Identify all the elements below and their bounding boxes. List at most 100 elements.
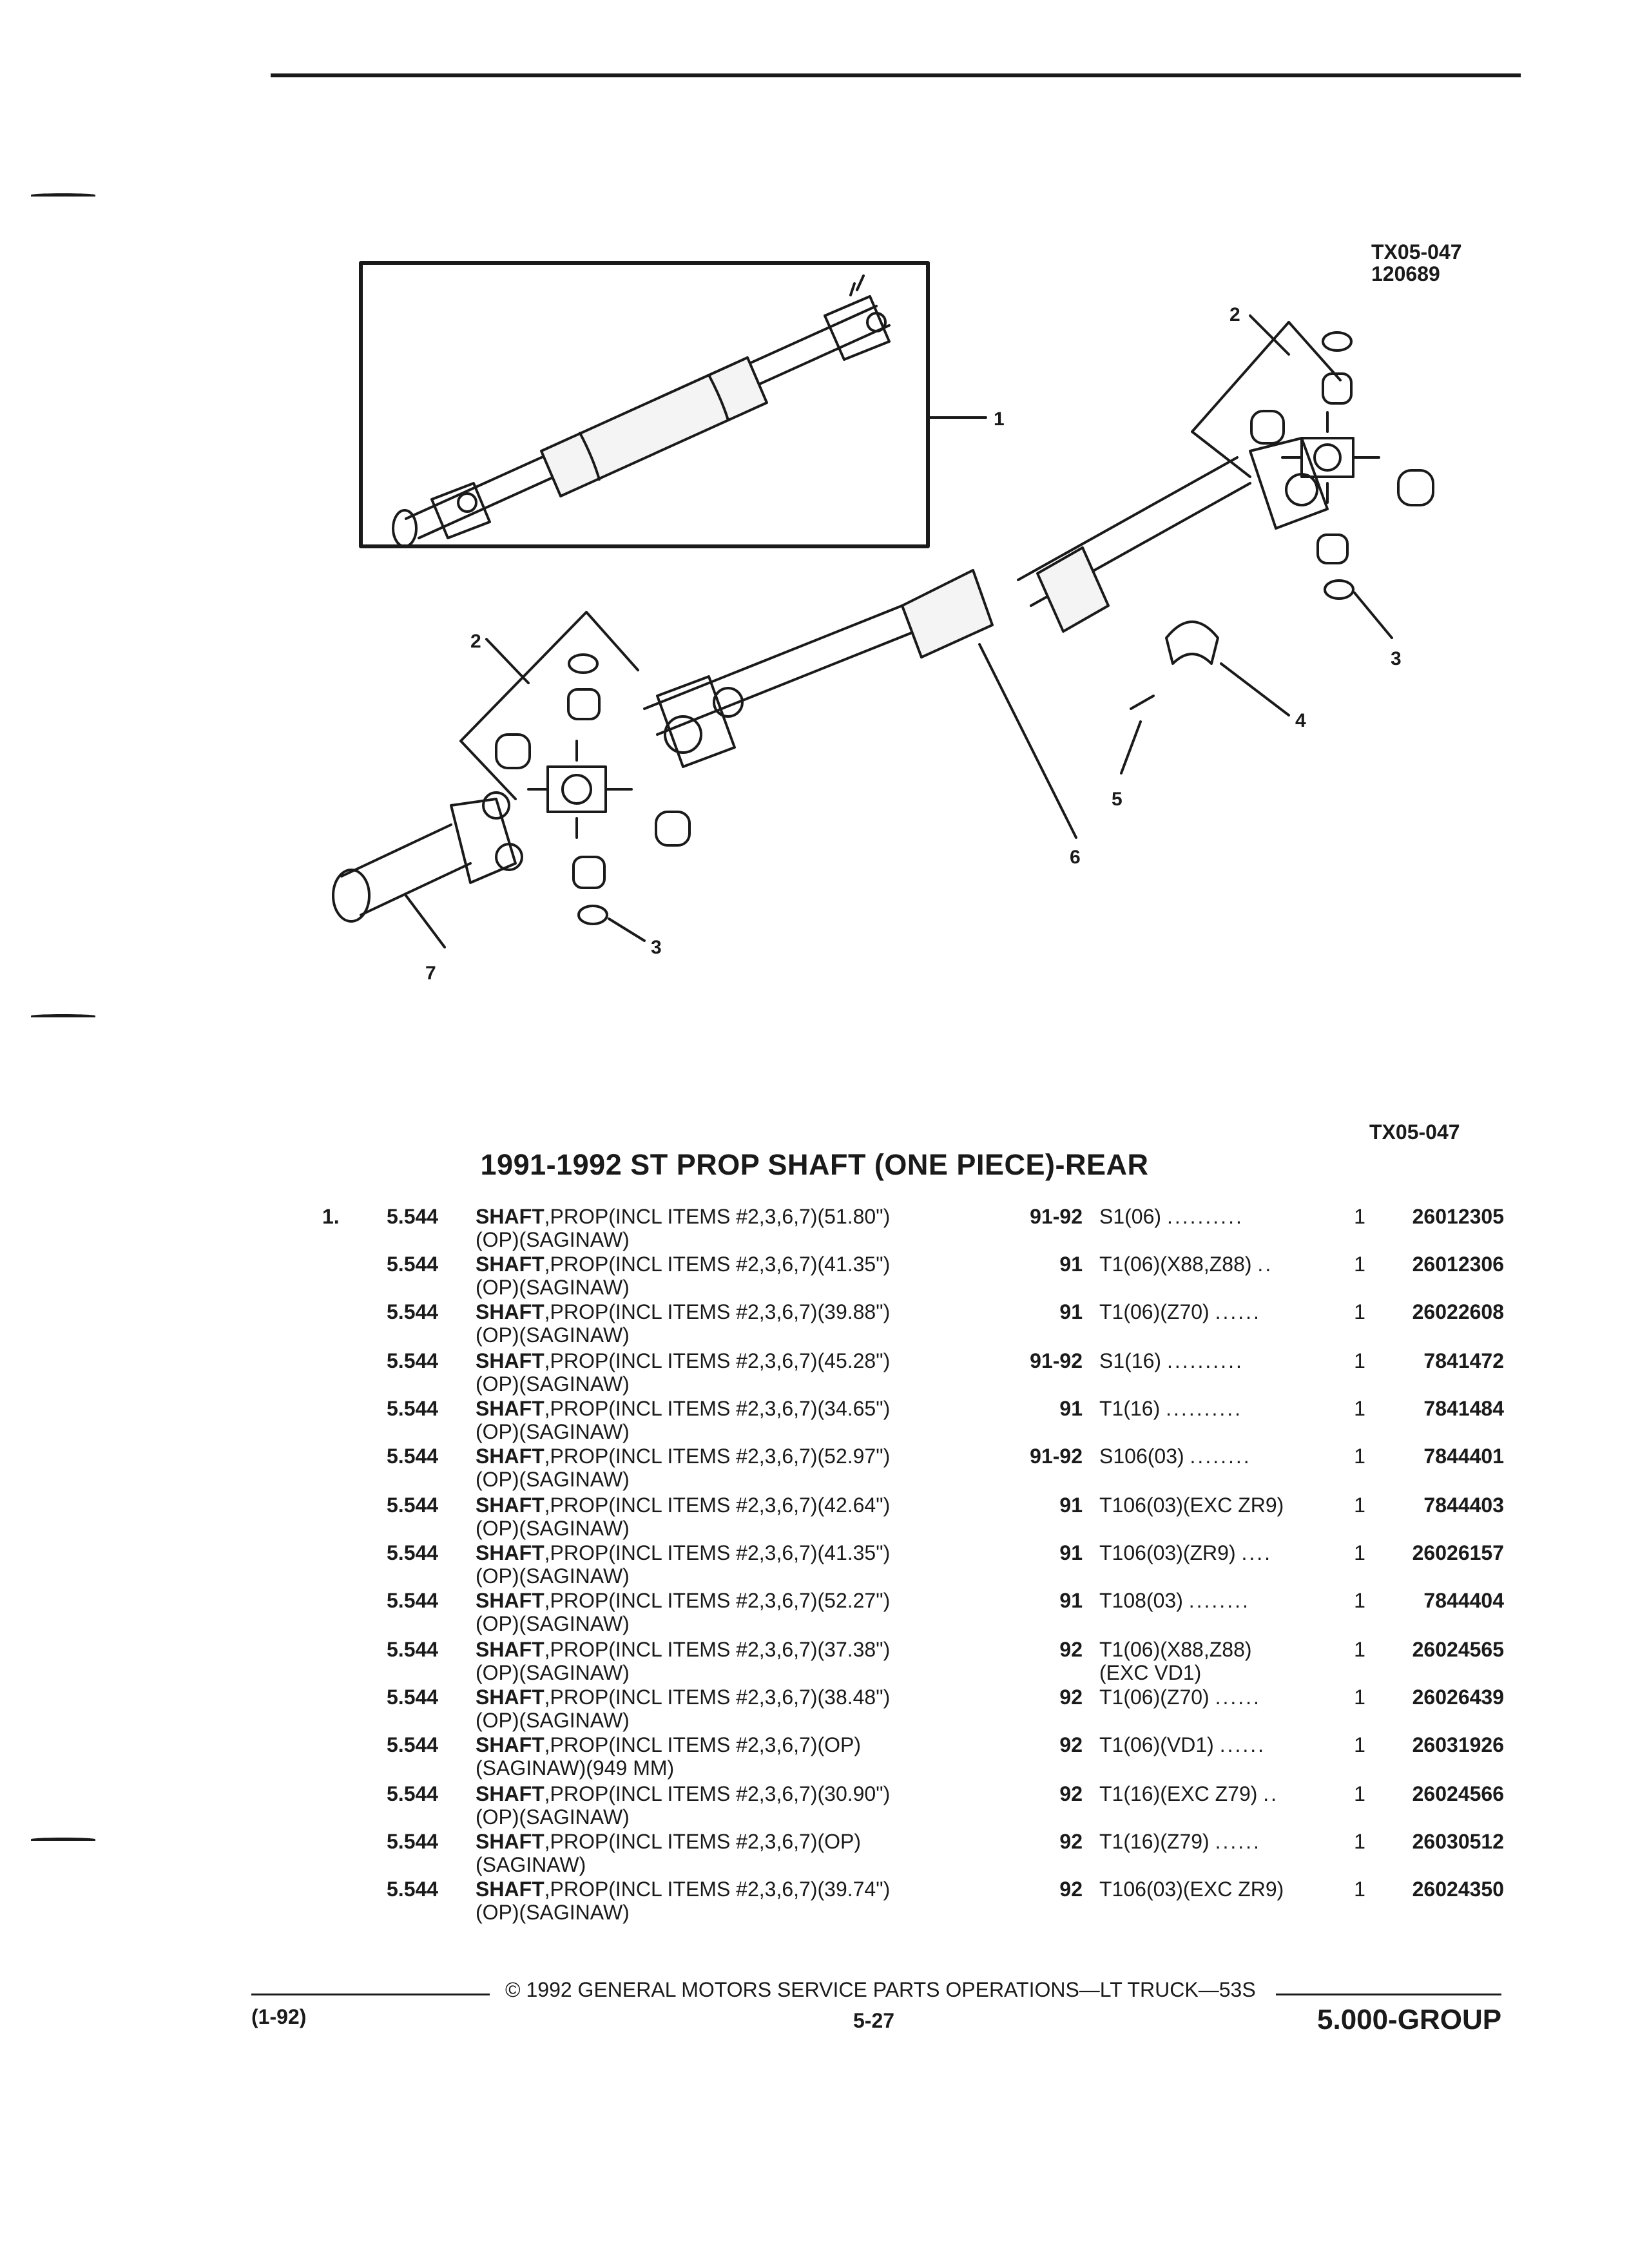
quantity: 1 xyxy=(1354,1349,1365,1372)
group-number: 5.544 xyxy=(387,1253,439,1276)
model-year: 91 xyxy=(1059,1253,1083,1276)
usage-code-text: S1(06) xyxy=(1099,1205,1162,1228)
item-number: 1. xyxy=(322,1205,340,1228)
part-number: 26012306 xyxy=(1412,1253,1504,1276)
part-name: SHAFT xyxy=(476,1878,545,1901)
part-description: SHAFT,PROP(INCL ITEMS #2,3,6,7)(OP)(SAGI… xyxy=(476,1733,861,1780)
leader-dots: ...... xyxy=(1215,1686,1261,1709)
part-name: SHAFT xyxy=(476,1782,545,1805)
binder-punch-mark xyxy=(31,1014,95,1017)
quantity: 1 xyxy=(1354,1397,1365,1420)
usage-code-text: T106(03)(EXC ZR9) xyxy=(1099,1494,1284,1517)
footer-group: 5.000-GROUP xyxy=(1317,2004,1502,2035)
part-name: SHAFT xyxy=(476,1638,545,1661)
model-year: 92 xyxy=(1059,1782,1083,1805)
usage-code: T1(06)(VD1) ...... xyxy=(1099,1733,1318,1756)
top-rule xyxy=(271,73,1521,77)
usage-code-text: T108(03) xyxy=(1099,1589,1183,1612)
part-description: SHAFT,PROP(INCL ITEMS #2,3,6,7)(52.97")(… xyxy=(476,1445,890,1491)
leader-dots: ...... xyxy=(1215,1830,1261,1853)
usage-code-text: T1(06)(VD1) xyxy=(1099,1733,1214,1756)
group-number: 5.544 xyxy=(387,1782,439,1805)
leader-dots: .......... xyxy=(1166,1349,1244,1372)
part-spec-line2: (OP)(SAGINAW) xyxy=(476,1709,630,1732)
usage-code-text: T1(16)(EXC Z79) xyxy=(1099,1782,1258,1805)
model-year: 91 xyxy=(1059,1541,1083,1564)
part-spec: ,PROP(INCL ITEMS #2,3,6,7)(34.65") xyxy=(544,1397,891,1420)
usage-code: T1(06)(X88,Z88) (EXC VD1) xyxy=(1099,1638,1318,1684)
model-year: 92 xyxy=(1059,1733,1083,1756)
binder-punch-mark xyxy=(31,1838,95,1841)
part-spec-line2: (OP)(SAGINAW) xyxy=(476,1612,630,1635)
quantity: 1 xyxy=(1354,1782,1365,1805)
figure-code: TX05-047 xyxy=(1371,240,1462,264)
model-year: 92 xyxy=(1059,1638,1083,1661)
part-spec: ,PROP(INCL ITEMS #2,3,6,7)(51.80") xyxy=(544,1205,891,1228)
section-title: 1991-1992 ST PROP SHAFT (ONE PIECE)-REAR xyxy=(480,1148,1149,1181)
part-name: SHAFT xyxy=(476,1349,545,1372)
part-number: 26030512 xyxy=(1412,1830,1504,1853)
part-spec-line2: (OP)(SAGINAW) xyxy=(476,1228,630,1251)
part-description: SHAFT,PROP(INCL ITEMS #2,3,6,7)(45.28")(… xyxy=(476,1349,890,1396)
ujoint-kit-bracket xyxy=(459,611,639,742)
model-year: 91-92 xyxy=(1030,1349,1083,1372)
quantity: 1 xyxy=(1354,1494,1365,1517)
part-number: 7844404 xyxy=(1423,1589,1504,1612)
usage-code: T1(16) .......... xyxy=(1099,1397,1318,1420)
usage-code: T108(03) ........ xyxy=(1099,1589,1318,1612)
part-spec: ,PROP(INCL ITEMS #2,3,6,7)(52.27") xyxy=(544,1589,891,1612)
usage-code-text: T106(03)(ZR9) xyxy=(1099,1541,1236,1564)
usage-code: T106(03)(EXC ZR9) xyxy=(1099,1878,1318,1901)
callout-3: 3 xyxy=(651,937,662,958)
part-description: SHAFT,PROP(INCL ITEMS #2,3,6,7)(37.38")(… xyxy=(476,1638,890,1684)
callout-2: 2 xyxy=(1229,304,1240,325)
binder-punch-mark xyxy=(31,193,95,197)
callout-leader xyxy=(608,918,646,942)
quantity: 1 xyxy=(1354,1733,1365,1756)
usage-code-text: T1(06)(X88,Z88) xyxy=(1099,1253,1252,1276)
parts-row: 5.544 SHAFT,PROP(INCL ITEMS #2,3,6,7)(39.… xyxy=(0,1878,1629,1927)
group-number: 5.544 xyxy=(387,1638,439,1661)
part-number: 7844401 xyxy=(1423,1445,1504,1468)
group-number: 5.544 xyxy=(387,1541,439,1564)
usage-code-text: T1(16) xyxy=(1099,1397,1161,1420)
part-number: 26026439 xyxy=(1412,1686,1504,1709)
part-spec-line2: (OP)(SAGINAW) xyxy=(476,1564,630,1588)
part-spec: ,PROP(INCL ITEMS #2,3,6,7)(45.28") xyxy=(544,1349,891,1372)
part-number: 7841484 xyxy=(1423,1397,1504,1420)
part-name: SHAFT xyxy=(476,1494,545,1517)
part-spec-line2: (OP)(SAGINAW) xyxy=(476,1323,630,1347)
part-spec: ,PROP(INCL ITEMS #2,3,6,7)(41.35") xyxy=(544,1253,891,1276)
usage-code: S1(16) .......... xyxy=(1099,1349,1318,1372)
callout-3: 3 xyxy=(1391,648,1402,669)
quantity: 1 xyxy=(1354,1541,1365,1564)
leader-dots: ........ xyxy=(1188,1589,1250,1612)
part-spec-line2: (SAGINAW) xyxy=(476,1853,586,1876)
usage-code: T1(16)(EXC Z79) .. xyxy=(1099,1782,1318,1805)
part-number: 7844403 xyxy=(1423,1494,1504,1517)
leader-dots: .......... xyxy=(1166,1205,1244,1228)
part-description: SHAFT,PROP(INCL ITEMS #2,3,6,7)(39.74")(… xyxy=(476,1878,890,1924)
part-spec: ,PROP(INCL ITEMS #2,3,6,7)(38.48") xyxy=(544,1686,891,1709)
slip-yoke-drawing xyxy=(332,791,523,923)
callout-2: 2 xyxy=(470,631,481,652)
ujoint-parts-right xyxy=(1250,331,1434,600)
usage-code-text: T106(03)(EXC ZR9) xyxy=(1099,1878,1284,1901)
part-name: SHAFT xyxy=(476,1300,545,1323)
usage-code-text: S1(16) xyxy=(1099,1349,1162,1372)
quantity: 1 xyxy=(1354,1830,1365,1853)
quantity: 1 xyxy=(1354,1253,1365,1276)
group-number: 5.544 xyxy=(387,1830,439,1853)
part-spec-line2: (OP)(SAGINAW) xyxy=(476,1468,630,1491)
group-number: 5.544 xyxy=(387,1878,439,1901)
callout-leader xyxy=(1249,314,1290,356)
part-number: 26026157 xyxy=(1412,1541,1504,1564)
part-spec-line2: (OP)(SAGINAW) xyxy=(476,1517,630,1540)
footer-copyright: © 1992 GENERAL MOTORS SERVICE PARTS OPER… xyxy=(505,1978,1256,2001)
part-description: SHAFT,PROP(INCL ITEMS #2,3,6,7)(52.27")(… xyxy=(476,1589,890,1635)
